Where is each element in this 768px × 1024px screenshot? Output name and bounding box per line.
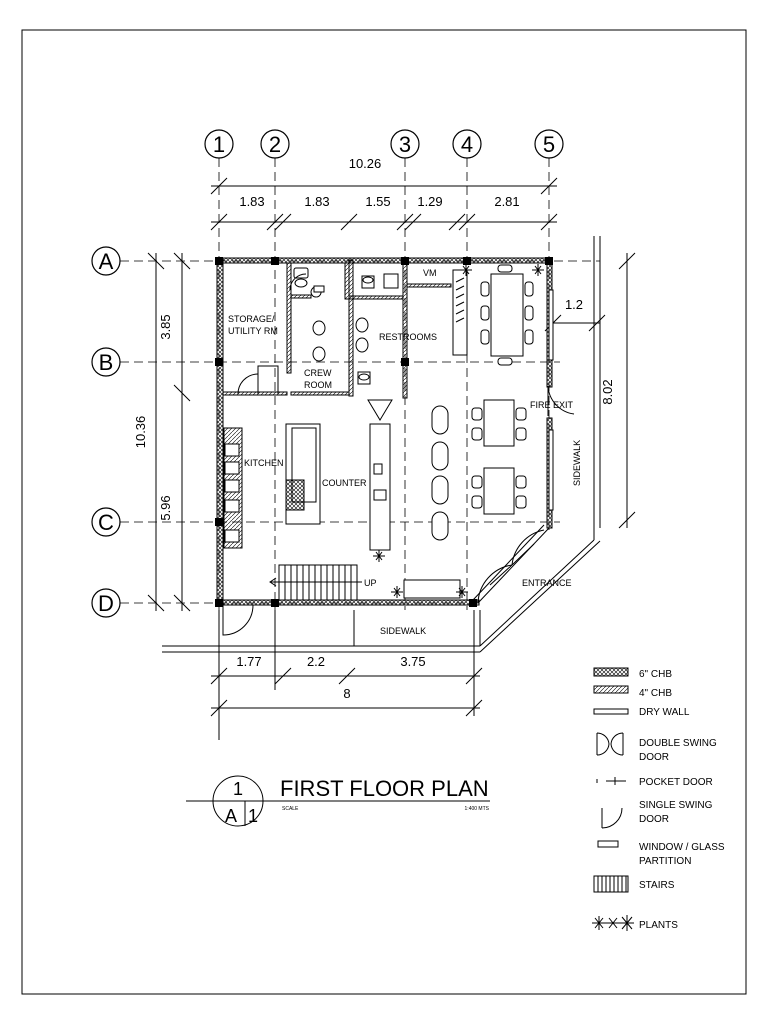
legend-double-swing-icon	[596, 732, 624, 756]
legend-4chb-label: 4" CHB	[639, 688, 672, 699]
stairs	[269, 564, 362, 601]
legend-4chb-swatch	[593, 685, 629, 694]
grid-label-4: 4	[461, 132, 473, 157]
table-3	[483, 467, 515, 515]
kitchen-fixtures	[223, 399, 393, 551]
room-storage-line1: STORAGE/	[228, 314, 275, 324]
legend-6chb-label: 6" CHB	[639, 669, 672, 680]
scale-value: 1:400 MTS	[465, 806, 490, 812]
legend-stairs-label: STAIRS	[639, 880, 675, 891]
room-crew-line2: ROOM	[304, 380, 332, 390]
counter-island	[369, 423, 391, 551]
window-partitions	[548, 289, 554, 511]
room-restrooms: RESTROOMS	[379, 332, 437, 342]
dim-right-overall: 8.02	[600, 379, 615, 404]
grid-label-A: A	[99, 249, 114, 274]
urinal-1	[312, 320, 326, 336]
wall-top	[216, 257, 552, 264]
dim-top-2: 1.83	[304, 194, 329, 209]
restroom-fixtures	[293, 267, 399, 385]
legend-stairs-icon	[593, 875, 629, 893]
legend-window-label-1: WINDOW / GLASS	[639, 842, 725, 853]
legend-plants-label: PLANTS	[639, 920, 678, 931]
room-storage-line2: UTILITY RM	[228, 326, 278, 336]
wall-left	[216, 258, 224, 606]
grid-label-C: C	[98, 510, 114, 535]
legend-6chb-swatch	[593, 667, 629, 677]
sink-1	[355, 317, 369, 333]
right-dimension-lines	[544, 236, 636, 540]
dim-bottom-overall: 8	[343, 686, 350, 701]
dim-top-overall: 10.26	[349, 156, 382, 171]
dining-furniture	[403, 264, 534, 599]
title-sheet-letter: A	[225, 806, 237, 826]
grid-label-D: D	[98, 591, 114, 616]
dim-bottom-2: 2.2	[307, 654, 325, 669]
room-kitchen: KITCHEN	[244, 458, 284, 468]
dim-left-1: 3.85	[158, 314, 173, 339]
wall-bottom	[216, 599, 480, 606]
long-table	[490, 273, 524, 357]
sidewalk-bottom-label: SIDEWALK	[380, 626, 426, 636]
room-entrance: ENTRANCE	[522, 578, 572, 588]
room-vm: VM	[423, 268, 437, 278]
legend-window-label-2: PARTITION	[639, 856, 691, 867]
storage-fixtures	[237, 273, 307, 395]
dim-left-overall: 10.36	[133, 416, 148, 449]
sidewalk-right-label: SIDEWALK	[572, 440, 582, 486]
urinal-2	[312, 346, 326, 362]
grid-label-5: 5	[543, 132, 555, 157]
dim-top-1: 1.83	[239, 194, 264, 209]
dim-right-window: 1.2	[565, 297, 583, 312]
title-block	[186, 775, 490, 827]
top-dimension-lines	[210, 177, 558, 231]
toilet-1	[293, 267, 309, 279]
dim-left-2: 5.96	[158, 495, 173, 520]
title-sheet-number: 1	[248, 806, 258, 826]
legend-drywall-label: DRY WALL	[639, 707, 690, 718]
bottom-dimension-lines	[210, 610, 483, 740]
room-counter: COUNTER	[322, 478, 367, 488]
dim-top-3: 1.55	[365, 194, 390, 209]
legend-drywall-swatch	[593, 708, 629, 715]
room-fire-exit: FIRE EXIT	[530, 400, 574, 410]
legend-pocket-door-label: POCKET DOOR	[639, 777, 713, 788]
plants	[373, 264, 544, 598]
dim-top-5: 2.81	[494, 194, 519, 209]
legend-single-swing-label-2: DOOR	[639, 814, 669, 825]
legend-double-swing-label-1: DOUBLE SWING	[639, 738, 717, 749]
room-crew-line1: CREW	[304, 368, 332, 378]
grid-column-bubbles	[204, 129, 564, 159]
legend-single-swing-icon	[601, 807, 623, 829]
drawing-title: FIRST FLOOR PLAN	[280, 776, 489, 801]
grid-label-B: B	[99, 350, 114, 375]
legend-window-icon	[597, 840, 619, 848]
entrance-corner	[472, 385, 575, 604]
sidewalk-outline	[162, 539, 601, 653]
sink-2	[355, 337, 369, 353]
grid-label-2: 2	[269, 132, 281, 157]
legend-pocket-door-icon	[596, 777, 626, 785]
legend-plants-icon	[592, 915, 634, 931]
grid-row-bubbles	[91, 246, 121, 618]
dim-top-4: 1.29	[417, 194, 442, 209]
legend-double-swing-label-2: DOOR	[639, 752, 669, 763]
vending-area	[452, 269, 468, 356]
grid-label-3: 3	[399, 132, 411, 157]
interior-walls	[222, 259, 452, 399]
grid-label-1: 1	[213, 132, 225, 157]
bench	[403, 579, 461, 599]
scale-label: SCALE	[282, 806, 299, 812]
dim-bottom-1: 1.77	[236, 654, 261, 669]
table-2	[483, 399, 515, 447]
legend-single-swing-label-1: SINGLE SWING	[639, 800, 713, 811]
dim-bottom-3: 3.75	[400, 654, 425, 669]
legend-symbols	[592, 667, 634, 931]
label-up: UP	[364, 578, 377, 588]
sheet-border	[21, 29, 747, 995]
left-dimension-lines	[147, 252, 191, 612]
title-number: 1	[233, 779, 243, 799]
